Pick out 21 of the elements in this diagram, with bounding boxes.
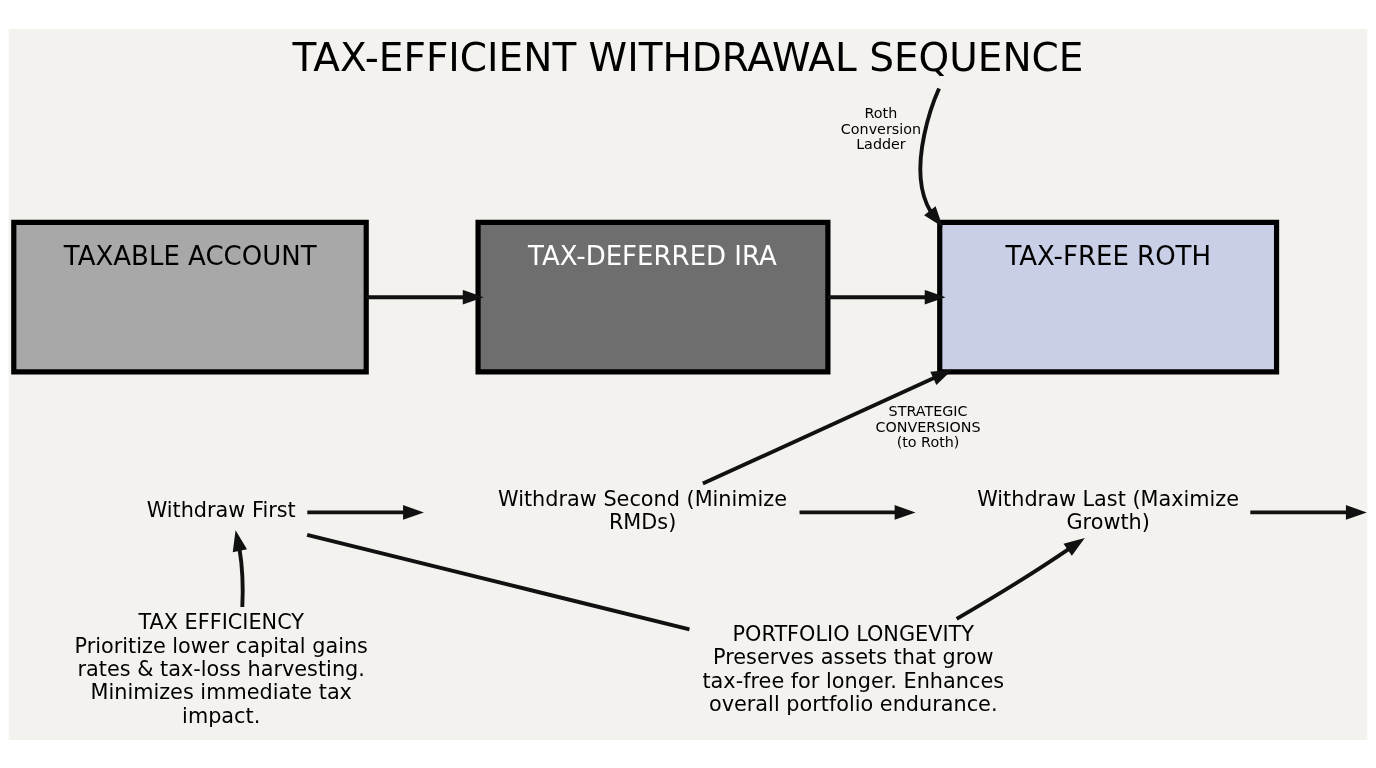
node-box: TAX-DEFERRED IRA [475,219,831,375]
node-text: Withdraw Second (Minimize RMDs) [498,486,788,534]
arrow [955,537,1085,621]
arrow [366,289,484,304]
arrow [918,87,943,227]
node-text: TAX EFFICIENCY Prioritize lower capital gains rates & tax-loss harvesting. Minimizes immediate tax impact. [74,609,368,728]
connector [306,532,690,631]
edge-label: Roth Conversion Ladder [840,104,922,152]
node-box: TAX-FREE ROTH [937,219,1280,375]
diagram-title: TAX-EFFICIENT WITHDRAWAL SEQUENCE [292,34,1084,80]
arrow [307,504,424,520]
node-text: PORTFOLIO LONGEVITY Preserves assets that grow tax-free for longer. Enhances overall portfolio endurance. [702,621,1005,716]
arrow [702,369,953,485]
node-box: TAXABLE ACCOUNT [11,219,369,375]
arrow [232,529,247,607]
arrow [1250,504,1367,520]
node-text: Withdraw First [146,497,296,522]
arrow [828,289,946,304]
node-text: Withdraw Last (Maximize Growth) [977,486,1240,534]
edge-label: STRATEGIC CONVERSIONS (to Roth) [875,402,981,450]
arrow [799,504,916,520]
